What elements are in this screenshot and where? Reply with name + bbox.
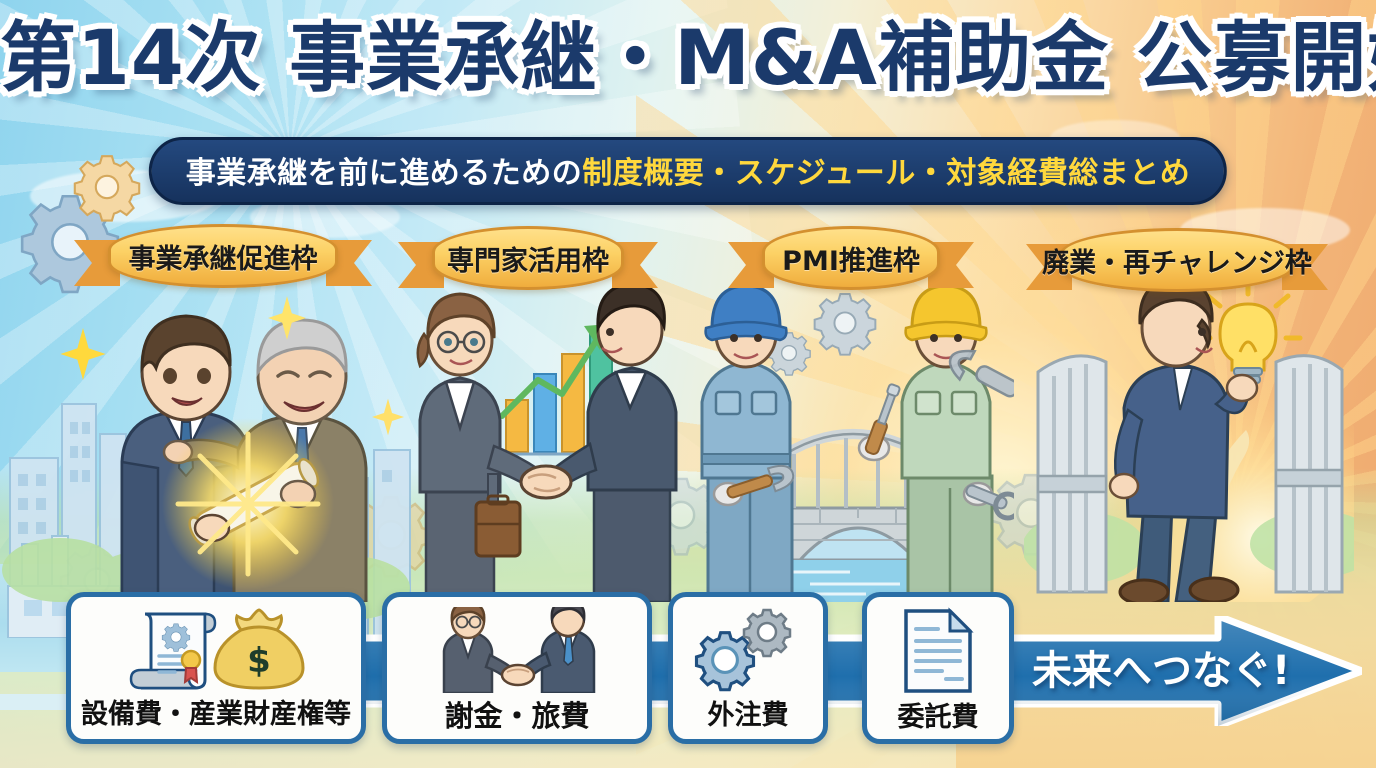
expense-card-icons xyxy=(387,607,647,693)
expense-card-2[interactable]: 外注費 xyxy=(668,592,828,744)
frame-illustration-2 xyxy=(700,284,1014,602)
expense-card-0[interactable]: $ 設備費・産業財産権等 xyxy=(66,592,366,744)
expense-card-label: 委託費 xyxy=(897,702,979,733)
frame-ribbon-label: 専門家活用枠 xyxy=(447,245,609,277)
ribbon-band: 廃業・再チャレンジ枠 xyxy=(1042,228,1312,292)
ribbon-band: 専門家活用枠 xyxy=(432,226,624,290)
expense-card-label: 謝金・旅費 xyxy=(444,699,590,733)
frame-ribbon-label: 事業承継促進枠 xyxy=(128,243,318,275)
title-area: 第14次 事業承継・M&A補助金 公募開始! xyxy=(0,18,1376,98)
expense-card-icons xyxy=(867,607,1009,695)
handshake-people-icon xyxy=(442,607,596,693)
frame-illustration-3 xyxy=(1024,280,1354,602)
expense-card-1[interactable]: 謝金・旅費 xyxy=(382,592,652,744)
frame-ribbon-0[interactable]: 事業承継促進枠 xyxy=(74,224,338,288)
double-gear-icon xyxy=(694,608,792,692)
ribbon-band: 事業承継促進枠 xyxy=(108,224,338,288)
subtitle-white-text: 事業承継を前に進めるための xyxy=(185,156,583,191)
expense-card-icons: $ xyxy=(71,607,361,692)
expense-card-label: 外注費 xyxy=(707,700,789,731)
expense-card-3[interactable]: 委託費 xyxy=(862,592,1014,744)
frame-ribbon-label: 廃業・再チャレンジ枠 xyxy=(1042,247,1312,279)
frame-ribbon-2[interactable]: PMI推進枠 xyxy=(728,226,940,290)
expense-card-label: 設備費・産業財産権等 xyxy=(81,699,351,730)
frame-illustration-0 xyxy=(120,314,368,602)
svg-text:$: $ xyxy=(247,641,271,681)
sparkle-icon xyxy=(60,328,106,380)
frame-ribbon-label: PMI推進枠 xyxy=(782,245,920,277)
frame-illustration-1 xyxy=(416,282,678,602)
document-icon xyxy=(904,607,974,693)
expense-card-icons xyxy=(673,607,823,693)
page-title: 第14次 事業承継・M&A補助金 公募開始! xyxy=(0,13,1376,102)
scroll-gear-certificate-icon: $ xyxy=(129,607,305,690)
subtitle-yellow-text: 制度概要・スケジュール・対象経費総まとめ xyxy=(582,156,1191,191)
arrow-label: 未来へつなぐ! xyxy=(1032,648,1291,694)
sparkle-icon xyxy=(268,296,306,340)
sparkle-icon xyxy=(372,398,404,436)
subtitle-pill: 事業承継を前に進めるための制度概要・スケジュール・対象経費総まとめ xyxy=(148,137,1228,205)
frame-ribbon-1[interactable]: 専門家活用枠 xyxy=(398,226,624,290)
ribbon-band: PMI推進枠 xyxy=(762,226,940,290)
frame-ribbon-3[interactable]: 廃業・再チャレンジ枠 xyxy=(1026,228,1312,292)
gear-icon xyxy=(72,152,142,222)
